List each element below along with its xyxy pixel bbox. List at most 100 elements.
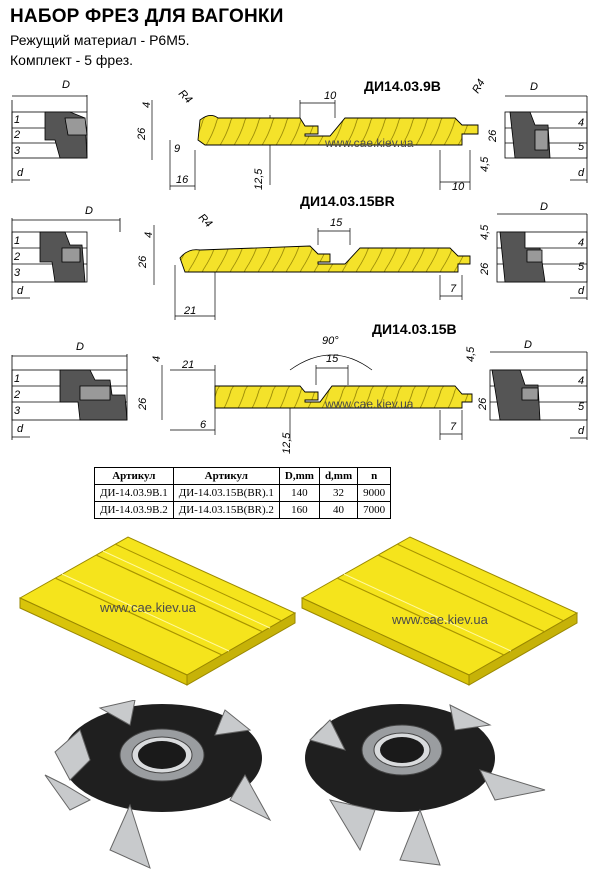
dim-45-3: 4,5 [465, 346, 477, 362]
dim-21-2: 21 [183, 305, 196, 317]
drawing-group [489, 351, 588, 440]
col-D: D,mm [278, 467, 320, 485]
profile-code-2: ДИ14.03.15BR [300, 193, 395, 209]
cutter-num-4: 4 [578, 117, 584, 129]
dim-26-3: 26 [137, 397, 149, 411]
dim-9-1: 9 [174, 143, 180, 155]
dim-d-2l: d [17, 285, 24, 297]
col-d: d,mm [318, 467, 359, 485]
dim-21-3: 21 [181, 359, 194, 371]
board-profile-1 [197, 115, 479, 146]
watermark-2: www.cae.kiev.ua [325, 397, 414, 411]
dim-16-1: 16 [176, 174, 189, 186]
dim-D-2r: D [540, 201, 548, 213]
dim-4-2: 4 [143, 232, 155, 238]
watermark-3: www.cae.kiev.ua [100, 600, 196, 615]
dimension-label: ДИ-14.03.15В(BR).2 [172, 501, 280, 519]
dimension-label: 7000 [357, 501, 392, 519]
profile-3-drawing: D d 1 2 3 4 26 21 6 12,5 15 90° 7 4,5 26 [11, 335, 588, 454]
board-right [300, 536, 579, 686]
cutter-num-1: 1 [14, 114, 20, 126]
spec-table: Артикул Артикул D,mm d,mm n ДИ-14.03.9В.… [94, 467, 392, 519]
dim-10-1b: 10 [452, 181, 465, 193]
page-title: НАБОР ФРЕЗ ДЛЯ ВАГОНКИ [10, 6, 284, 27]
dim-125-1: 12,5 [253, 168, 265, 190]
col-article-2: Артикул [172, 467, 280, 485]
dim-d-1l: d [17, 167, 24, 179]
dimension-label: 9000 [357, 484, 392, 502]
dim-45-1: 4,5 [479, 156, 491, 172]
dim-4-1: 4 [141, 102, 153, 108]
dim-26-1: 26 [136, 127, 148, 141]
drawing-group [153, 225, 463, 320]
drawing-group [11, 218, 121, 300]
dim-D-1r: D [530, 81, 538, 93]
dim-R4-2l: R4 [196, 212, 214, 230]
cutter-stack-left-1 [11, 95, 88, 183]
profile-drawings: D d 1 2 3 4 26 R4 R4 9 16 12,5 10 10 4,5… [11, 77, 588, 454]
cutter-num-2-3: 3 [14, 267, 21, 279]
dim-D-2l: D [85, 205, 93, 217]
cutter-right [305, 704, 546, 866]
dim-15-2: 15 [330, 217, 343, 229]
dim-10-1a: 10 [324, 90, 337, 102]
cutter-num-2-5: 5 [578, 261, 585, 273]
material-line: Режущий материал - Р6М5. [10, 32, 190, 48]
cutter-num-2-2: 2 [13, 251, 20, 263]
profile-2-drawing: D d 1 2 3 4 26 R4 21 15 7 4,5 26 [11, 201, 588, 320]
drawing-group [11, 354, 128, 440]
cutter-stack-right-1 [504, 95, 588, 183]
dim-7-3: 7 [450, 421, 457, 433]
cutter-num-3-4: 4 [578, 375, 584, 387]
dimension-label: ДИ-14.03.15В(BR).1 [172, 484, 280, 502]
cutter-num-3: 3 [14, 145, 21, 157]
dimension-label: 140 [278, 484, 320, 502]
dimension-label: ДИ-14.03.9В.2 [94, 501, 174, 519]
cutter-photos [44, 700, 546, 869]
table-header-row: Артикул Артикул D,mm d,mm n [94, 467, 392, 485]
dim-26-3r: 26 [477, 397, 489, 411]
cutter-num-3-3: 3 [14, 405, 21, 417]
dim-45-2: 4,5 [479, 224, 491, 240]
dimension-label: 160 [278, 501, 320, 519]
board-illustrations [18, 536, 579, 686]
cutter-num-2-1: 1 [14, 235, 20, 247]
col-article-1: Артикул [94, 467, 174, 485]
dim-4-3: 4 [151, 356, 163, 362]
set-line: Комплект - 5 фрез. [10, 52, 134, 68]
dim-15-3: 15 [326, 353, 339, 365]
dim-R4-1: R4 [176, 88, 194, 106]
cutter-num-3-5: 5 [578, 401, 585, 413]
dim-90-3: 90° [322, 335, 339, 347]
dim-7-2: 7 [450, 283, 457, 295]
dim-26-2r: 26 [479, 262, 491, 276]
cutter-left [44, 700, 272, 869]
col-n: n [357, 467, 392, 485]
dim-d-3l: d [17, 423, 24, 435]
watermark-1: www.cae.kiev.ua [325, 136, 414, 150]
dimension-label: 32 [318, 484, 359, 502]
dim-D-3l: D [76, 341, 84, 353]
dim-d-1r: d [578, 167, 585, 179]
profile-code-1: ДИ14.03.9В [364, 78, 441, 94]
watermark-4: www.cae.kiev.ua [392, 612, 488, 627]
dim-26-2: 26 [137, 255, 149, 269]
board-left [18, 536, 297, 686]
cutter-num-5: 5 [578, 141, 585, 153]
profile-code-3: ДИ14.03.15В [372, 321, 457, 337]
dim-d-3r: d [578, 425, 585, 437]
board-profile-3 [214, 385, 473, 409]
profile-1-drawing: D d 1 2 3 4 26 R4 R4 9 16 12,5 10 10 4,5… [11, 77, 588, 193]
dim-D-3r: D [524, 339, 532, 351]
dim-125-3: 12,5 [281, 432, 293, 454]
dimension-label: 40 [318, 501, 359, 519]
cutter-num-2: 2 [13, 129, 20, 141]
dim-26-1r: 26 [487, 129, 499, 143]
cutter-num-2-4: 4 [578, 237, 584, 249]
dim-D-1l: D [62, 79, 70, 91]
dim-d-2r: d [578, 285, 585, 297]
cutter-num-3-2: 2 [13, 389, 20, 401]
dim-R4-2: R4 [470, 77, 487, 95]
